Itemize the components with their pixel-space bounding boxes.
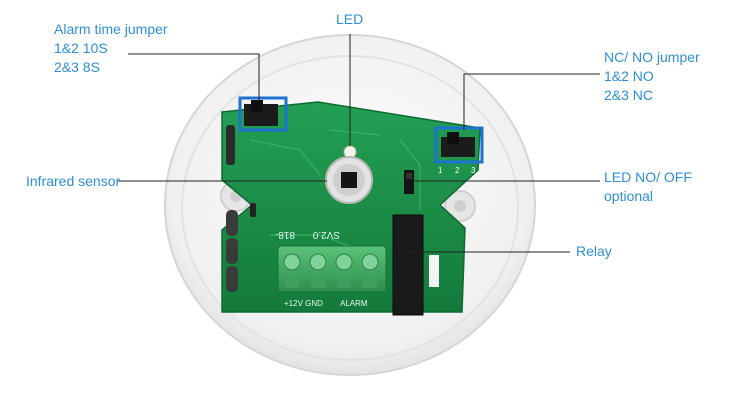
relay-component	[392, 214, 439, 316]
nc-no-title: NC/ NO jumper	[604, 49, 700, 65]
leader-alarm-time	[128, 53, 260, 100]
led-no-off-title: LED NO/ OFF	[604, 169, 692, 185]
terminal-power-label: +12V GND	[284, 299, 323, 308]
jumper-digit-2: 2	[455, 166, 460, 175]
callout-led: LED	[336, 10, 363, 29]
board-model-text: 818-	[275, 229, 295, 240]
alarm-time-option-2: 2&3 8S	[54, 59, 100, 75]
pcb-traces	[249, 129, 421, 251]
alarm-time-jumper	[238, 96, 288, 132]
leader-nc-no	[463, 73, 600, 130]
terminal-alarm-label: ALARM	[340, 299, 368, 308]
nc-no-option-2: 2&3 NC	[604, 87, 654, 103]
led-no-off-header	[404, 170, 414, 194]
callout-nc-no: NC/ NO jumper 1&2 NO 2&3 NC	[604, 48, 700, 105]
alarm-time-option-1: 1&2 10S	[54, 40, 108, 56]
alarm-time-title: Alarm time jumper	[54, 21, 168, 37]
nc-no-jumper	[434, 126, 484, 164]
left-components	[226, 125, 256, 292]
led-no-off-sub: optional	[604, 188, 654, 204]
nc-no-option-1: 1&2 NO	[604, 68, 654, 84]
jumper-digit-3: 3	[471, 166, 476, 175]
callout-relay: Relay	[576, 242, 612, 261]
nc-no-jumper-highlight	[434, 126, 484, 164]
infrared-sensor	[325, 156, 373, 204]
callout-alarm-time: Alarm time jumper 1&2 10S 2&3 8S	[54, 20, 168, 77]
terminal-block	[277, 245, 387, 293]
callout-led-no-off: LED NO/ OFF optional	[604, 168, 692, 206]
infrared-title: Infrared sensor	[26, 173, 121, 189]
callout-infrared: Infrared sensor	[26, 172, 120, 191]
mount-hole-right	[444, 190, 476, 222]
callout-leaders	[118, 34, 600, 253]
board-version-text: SV2.0	[312, 229, 340, 240]
led-title: LED	[336, 11, 364, 27]
alarm-jumper-highlight	[238, 96, 288, 132]
jumper-digit-1: 1	[438, 166, 443, 175]
relay-title: Relay	[576, 243, 612, 259]
